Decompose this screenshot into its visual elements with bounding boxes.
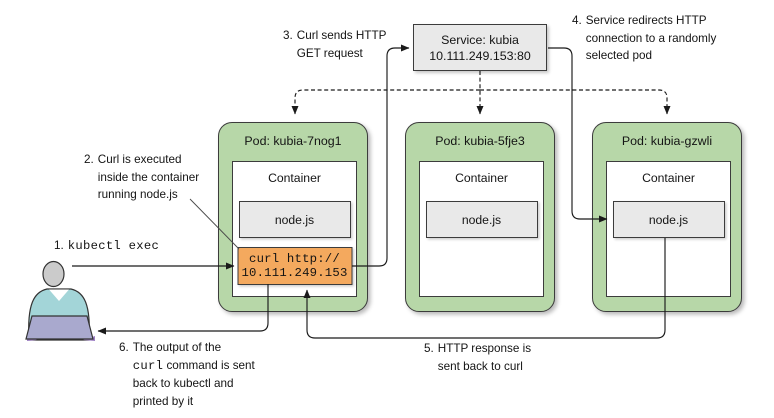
step3-line1: Curl sends HTTP (296, 29, 387, 42)
container-label: Container (268, 171, 321, 185)
step6-line4: printed by it (132, 394, 194, 408)
step1-number: 1. (54, 239, 64, 252)
step5-number: 5. (424, 342, 434, 355)
step4-text: Service redirects HTTP connection to a r… (586, 12, 717, 65)
step5-text: HTTP response is sent back to curl (438, 340, 531, 375)
step4-line2: connection to a randomly (585, 31, 717, 45)
container-box: Container node.js (606, 161, 731, 297)
step6-number: 6. (119, 341, 129, 354)
nodejs-box: node.js (238, 201, 351, 238)
pod-kubia-5fje3: Pod: kubia-5fje3 Container node.js (405, 122, 555, 312)
laptop (25, 315, 94, 340)
step4-line3: selected pod (585, 49, 653, 62)
step4-line1: Service redirects HTTP (585, 14, 707, 27)
service-address: 10.111.249.153:80 (429, 48, 531, 63)
curl-command-line1: curl http:// (249, 251, 340, 266)
step5-line2: sent back to curl (437, 359, 523, 373)
person-collar (49, 289, 69, 301)
container-label: Container (455, 171, 508, 185)
annotation-step3: 3. Curl sends HTTP GET request (283, 27, 386, 62)
step2-line2: inside the container (97, 170, 200, 184)
curl-command-box: curl http:// 10.111.249.153 (237, 247, 352, 285)
step6-line1: The output of the (132, 341, 222, 354)
step6-line2b: command is sent (163, 358, 255, 372)
pod-kubia-7nog1: Pod: kubia-7nog1 Container node.js curl … (218, 122, 368, 312)
pod-title: Pod: kubia-gzwli (621, 134, 713, 148)
step6-line2: curl command is sent (133, 357, 255, 376)
step1-command: kubectl exec (67, 239, 160, 253)
person-head (42, 260, 65, 288)
service-name: Service: kubia (441, 32, 519, 47)
dashed-arrow-to-pod1 (291, 89, 480, 115)
step6-curl-mono: curl (132, 358, 164, 373)
curl-command-line2: 10.111.249.153 (241, 266, 348, 280)
nodejs-box: node.js (612, 201, 725, 238)
dashed-arrow-to-pod3 (480, 89, 671, 115)
step5-line1: HTTP response is (437, 342, 532, 355)
step2-text: Curl is executed inside the container ru… (98, 151, 199, 204)
annotation-step6: 6. The output of the curl command is sen… (119, 339, 255, 410)
step2-number: 2. (84, 153, 94, 166)
step2-line3: running node.js (97, 188, 178, 201)
annotation-step2: 2. Curl is executed inside the container… (84, 151, 199, 204)
step3-text: Curl sends HTTP GET request (297, 27, 387, 62)
pod-title: Pod: kubia-5fje3 (435, 134, 525, 148)
annotation-step1: 1. kubectl exec (54, 237, 159, 256)
nodejs-box: node.js (425, 201, 538, 238)
container-box: Container node.js (419, 161, 544, 297)
step6-line3: back to kubectl and (132, 377, 234, 390)
container-box: Container node.js curl http:// 10.111.24… (232, 161, 357, 297)
pod-title: Pod: kubia-7nog1 (244, 134, 342, 148)
annotation-step4: 4. Service redirects HTTP connection to … (572, 12, 716, 65)
user-at-laptop-icon (25, 260, 95, 341)
step3-line2: GET request (296, 46, 363, 60)
pod-kubia-gzwli: Pod: kubia-gzwli Container node.js (592, 122, 742, 312)
container-label: Container (642, 171, 695, 185)
step4-number: 4. (572, 14, 582, 27)
step2-line1: Curl is executed (97, 153, 182, 166)
step6-text: The output of the curl command is sent b… (133, 339, 255, 410)
annotation-step5: 5. HTTP response is sent back to curl (424, 340, 531, 375)
service-box: Service: kubia 10.111.249.153:80 (413, 24, 547, 71)
step3-number: 3. (283, 29, 293, 42)
